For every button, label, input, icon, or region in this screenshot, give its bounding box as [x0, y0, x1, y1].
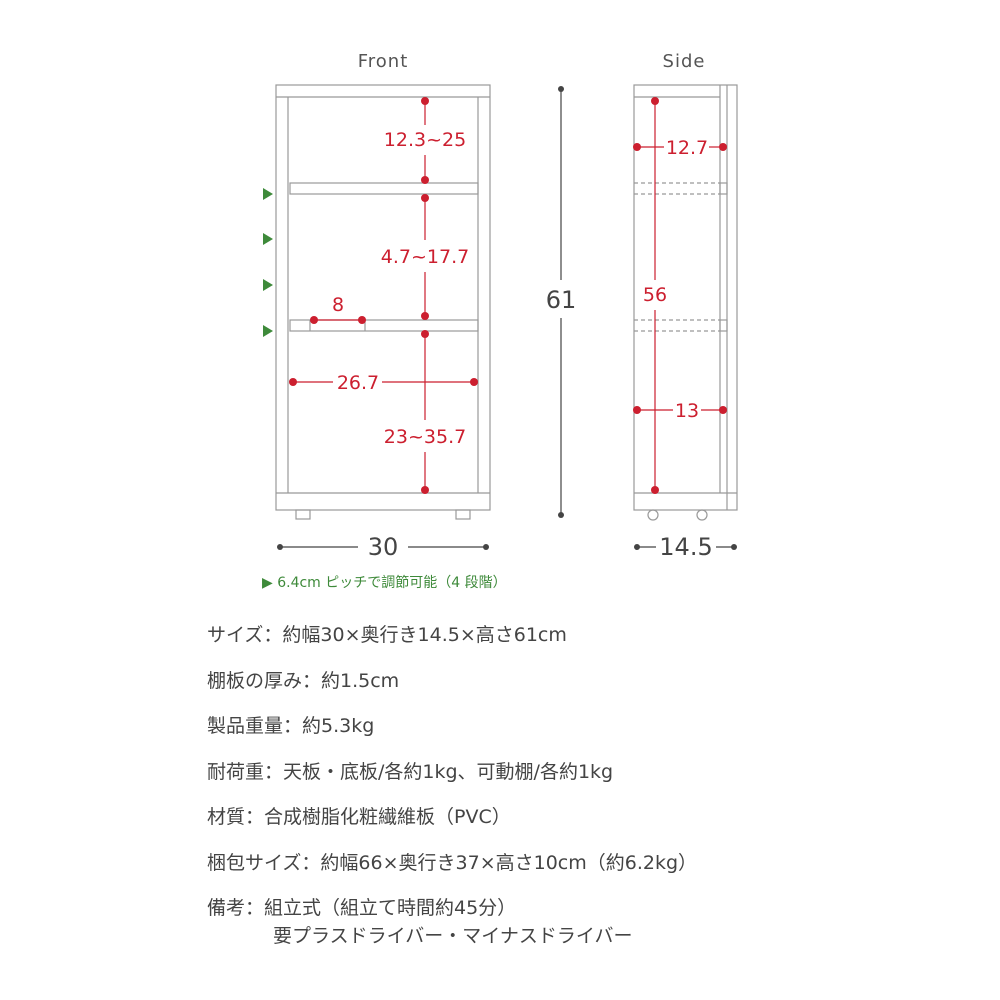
front-middle-gap-label: 4.7~17.7 [381, 246, 469, 268]
pitch-note: ▶ 6.4cm ピッチで調節可能（4 段階） [262, 575, 507, 591]
front-outer-width-label: 30 [368, 533, 399, 561]
front-caster-left [295, 509, 311, 520]
side-top-depth-label: 12.7 [666, 137, 708, 159]
front-bottom-gap-label: 23~35.7 [384, 426, 466, 448]
front-caster-right [455, 509, 471, 520]
spec-text: 耐荷重：天板・底板/各約1kg、可動棚/各約1kg [207, 760, 614, 783]
dim-dot [421, 97, 429, 105]
dim-dot [634, 544, 640, 550]
spec-shelf-thickness: 棚板の厚み：約1.5cm [207, 664, 697, 710]
spec-list: サイズ：約幅30×奥行き14.5×高さ61cm 棚板の厚み：約1.5cm 製品重… [207, 618, 697, 947]
spec-text: サイズ：約幅30×奥行き14.5×高さ61cm [207, 624, 567, 646]
dimension-diagram: Front Side [263, 51, 738, 561]
front-red-dots [289, 97, 478, 494]
dim-dot [289, 378, 297, 386]
side-view [633, 84, 738, 521]
dim-dot [651, 97, 659, 105]
dim-dot [421, 330, 429, 338]
dim-dot [421, 486, 429, 494]
side-red-dimensions [637, 101, 723, 490]
spec-text: 材質：合成樹脂化粧繊維板（PVC） [207, 806, 511, 828]
dim-dot [633, 406, 641, 414]
front-handle-width-label: 8 [332, 294, 344, 316]
spec-notes-continuation: 要プラスドライバー・マイナスドライバー [273, 925, 633, 947]
spec-text: 梱包サイズ：約幅66×奥行き37×高さ10cm（約6.2kg） [207, 851, 698, 874]
dim-dot [731, 544, 737, 550]
side-bottom-depth-label: 13 [675, 400, 699, 422]
dim-dot [719, 406, 727, 414]
side-outer-depth-label: 14.5 [659, 533, 712, 561]
dim-dot [483, 544, 489, 550]
front-shelf-upper [289, 182, 479, 195]
side-caster-back [696, 509, 708, 521]
dim-dot [558, 512, 564, 518]
pitch-arrow-1 [263, 188, 273, 200]
dim-dot [470, 378, 478, 386]
dim-dot [421, 176, 429, 184]
dim-dot [651, 486, 659, 494]
dim-dot [421, 312, 429, 320]
side-shelf-dashes [634, 182, 720, 332]
side-view-title: Side [663, 51, 706, 72]
pitch-arrows [263, 188, 273, 337]
front-view-title: Front [358, 51, 409, 72]
dim-dot [358, 316, 366, 324]
side-caster-front [647, 509, 659, 521]
pitch-arrow-3 [263, 279, 273, 291]
front-outer-frame [275, 84, 491, 511]
spec-load-capacity: 耐荷重：天板・底板/各約1kg、可動棚/各約1kg [207, 755, 697, 801]
spec-weight: 製品重量：約5.3kg [207, 709, 697, 755]
front-shelf-lower [289, 319, 479, 332]
spec-size: サイズ：約幅30×奥行き14.5×高さ61cm [207, 618, 697, 664]
front-view [275, 84, 491, 520]
spec-text: 製品重量：約5.3kg [207, 715, 375, 737]
front-top-gap-label: 12.3~25 [384, 129, 466, 151]
dim-dot [633, 143, 641, 151]
pitch-arrow-2 [263, 233, 273, 245]
spec-text: 備考：組立式（組立て時間約45分） [207, 897, 517, 919]
side-shelf-pin-lower [719, 319, 728, 332]
spec-text: 棚板の厚み：約1.5cm [207, 669, 400, 692]
spec-package-size: 梱包サイズ：約幅66×奥行き37×高さ10cm（約6.2kg） [207, 846, 697, 892]
side-red-dots [633, 97, 727, 494]
side-outer-frame [633, 84, 738, 511]
spec-material: 材質：合成樹脂化粧繊維板（PVC） [207, 800, 697, 846]
dim-dot [310, 316, 318, 324]
side-inner-height-label: 56 [643, 284, 667, 306]
dim-dot [277, 544, 283, 550]
side-shelf-pin-upper [719, 182, 728, 195]
total-height-label: 61 [546, 286, 577, 314]
spec-notes: 備考：組立式（組立て時間約45分） 要プラスドライバー・マイナスドライバー [207, 891, 697, 947]
dim-dot [558, 86, 564, 92]
dim-dot [719, 143, 727, 151]
front-inner-width-label: 26.7 [337, 372, 379, 394]
dim-dot [421, 194, 429, 202]
pitch-arrow-4 [263, 325, 273, 337]
